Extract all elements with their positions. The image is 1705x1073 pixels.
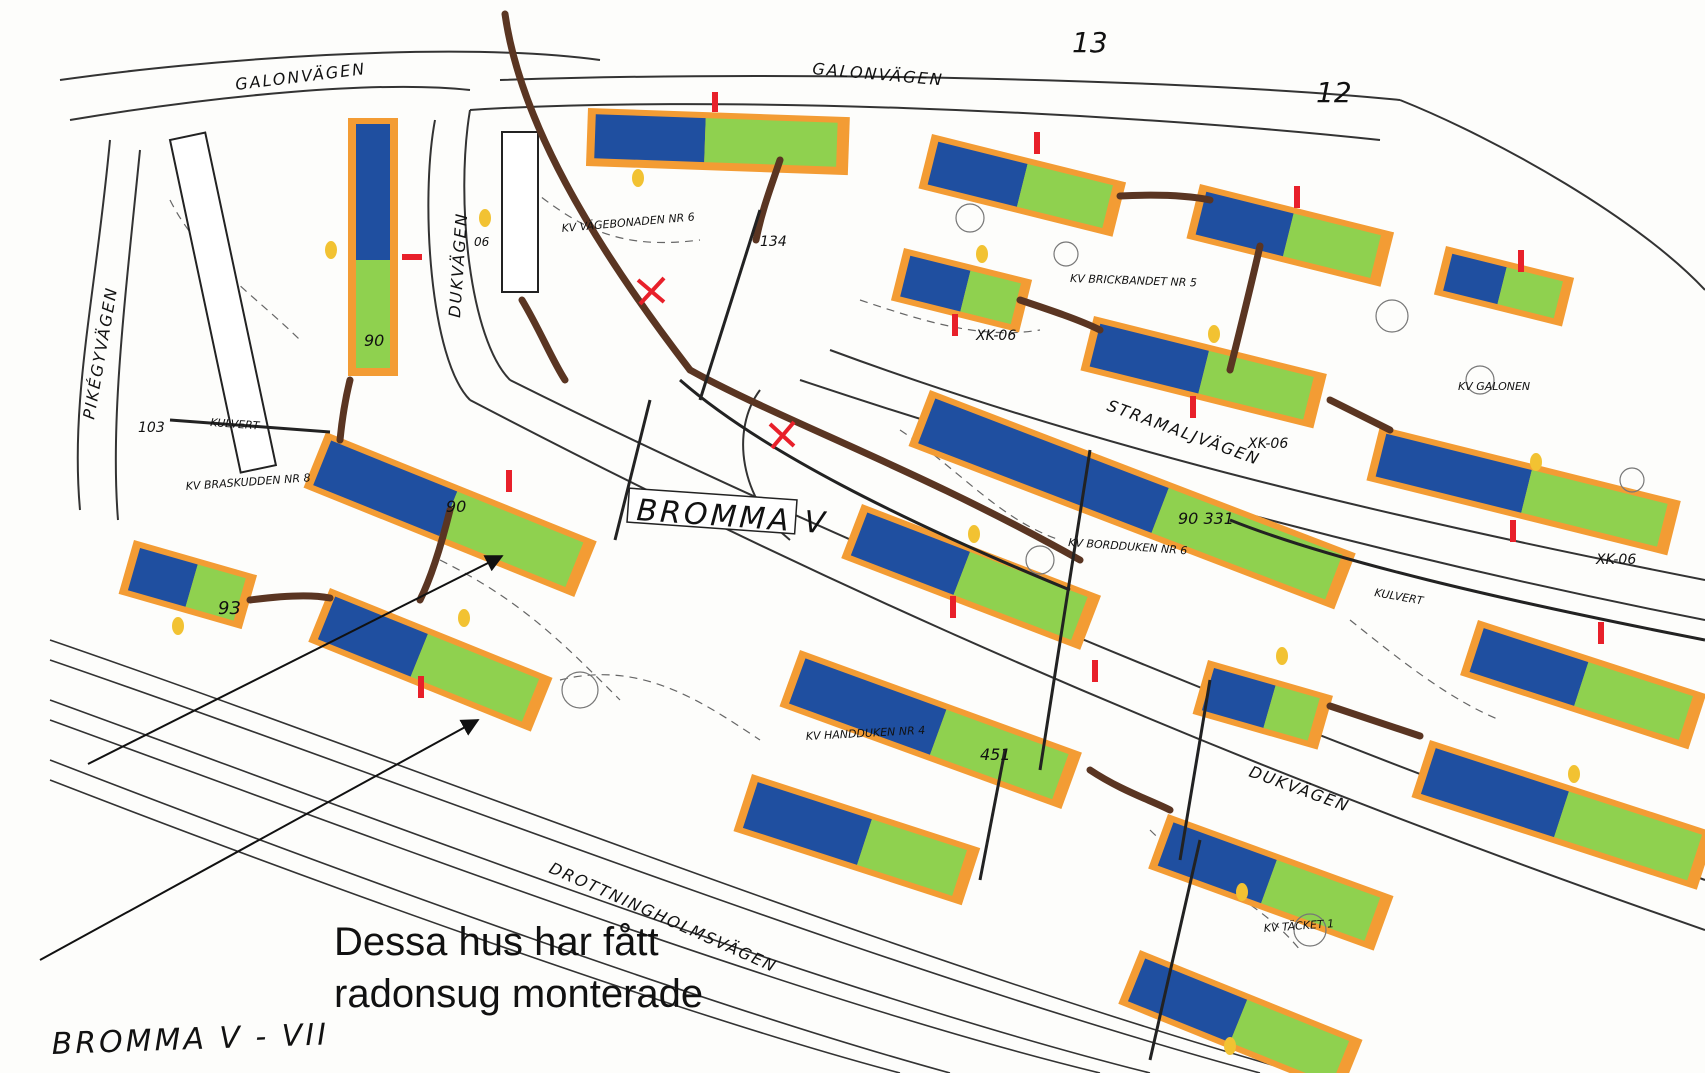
building-hus-12 — [1186, 184, 1395, 287]
building-top-right-1 — [918, 134, 1127, 237]
label-handduken: KV HANDDUKEN NR 4 — [805, 724, 925, 743]
label-n103: 103 — [138, 420, 165, 436]
building-hus-25 — [1118, 950, 1363, 1073]
building-hus-18 — [1192, 660, 1333, 750]
buildings — [118, 108, 1705, 1073]
label-n93: 93 — [218, 598, 241, 619]
red-markers — [402, 92, 1604, 698]
label-n13: 13 — [1072, 26, 1108, 59]
building-hus-4 — [308, 588, 553, 732]
building-hus-15 — [1433, 246, 1575, 327]
building-93 — [118, 540, 258, 630]
annotation-line-2: radonsug monterade — [334, 972, 704, 1016]
building-hus-24 — [1148, 814, 1394, 951]
label-n451: 451 — [980, 745, 1011, 764]
label-n90a: 90 — [364, 331, 384, 350]
annotation-arrows — [39, 555, 504, 961]
annotation-note: Dessa hus har fått radonsug monterade — [334, 916, 703, 1020]
building-vertical-left — [348, 118, 398, 376]
label-xk1: XK-06 — [975, 328, 1016, 344]
trees — [561, 203, 1645, 947]
yellow-markers — [172, 169, 1580, 1055]
building-galonen — [1366, 426, 1681, 556]
building-hus-8 — [585, 108, 850, 176]
red-cross-markers — [636, 276, 796, 450]
building-hus-7 — [501, 131, 539, 293]
label-kulvert-1: KULVERT — [210, 416, 261, 432]
building-second-row-1 — [890, 248, 1033, 333]
label-n06: 06 — [474, 235, 490, 249]
building-handduken-low — [733, 774, 981, 906]
label-brickbandet: KV BRICKBANDET NR 5 — [1070, 272, 1197, 289]
label-n331: 90 331 — [1178, 509, 1234, 528]
label-tacket: KV TÄCKET 1 — [1263, 917, 1334, 935]
label-n90b: 90 — [446, 497, 466, 516]
label-n134: 134 — [760, 234, 787, 250]
building-stramaljvagen-long — [908, 390, 1356, 610]
label-xk2: XK-06 — [1247, 436, 1288, 452]
annotation-line-1: Dessa hus har fått — [334, 920, 659, 964]
building-hus-19 — [841, 504, 1101, 650]
utility-routes — [169, 209, 1705, 1061]
label-xk3: XK-06 — [1595, 552, 1636, 568]
map-numbers: 13 12 103 93 90 90 134 90 331 451 XK-06 … — [138, 26, 1636, 764]
culvert-lines — [246, 10, 1424, 814]
label-galonen: KV GALONEN — [1458, 380, 1530, 393]
building-hus-20 — [1460, 620, 1705, 750]
building-hus-1 — [168, 131, 278, 474]
building-hus-21 — [1411, 740, 1705, 890]
railway-lines — [49, 639, 1301, 1073]
building-handduken-long — [779, 650, 1082, 809]
label-n12: 12 — [1316, 76, 1352, 109]
